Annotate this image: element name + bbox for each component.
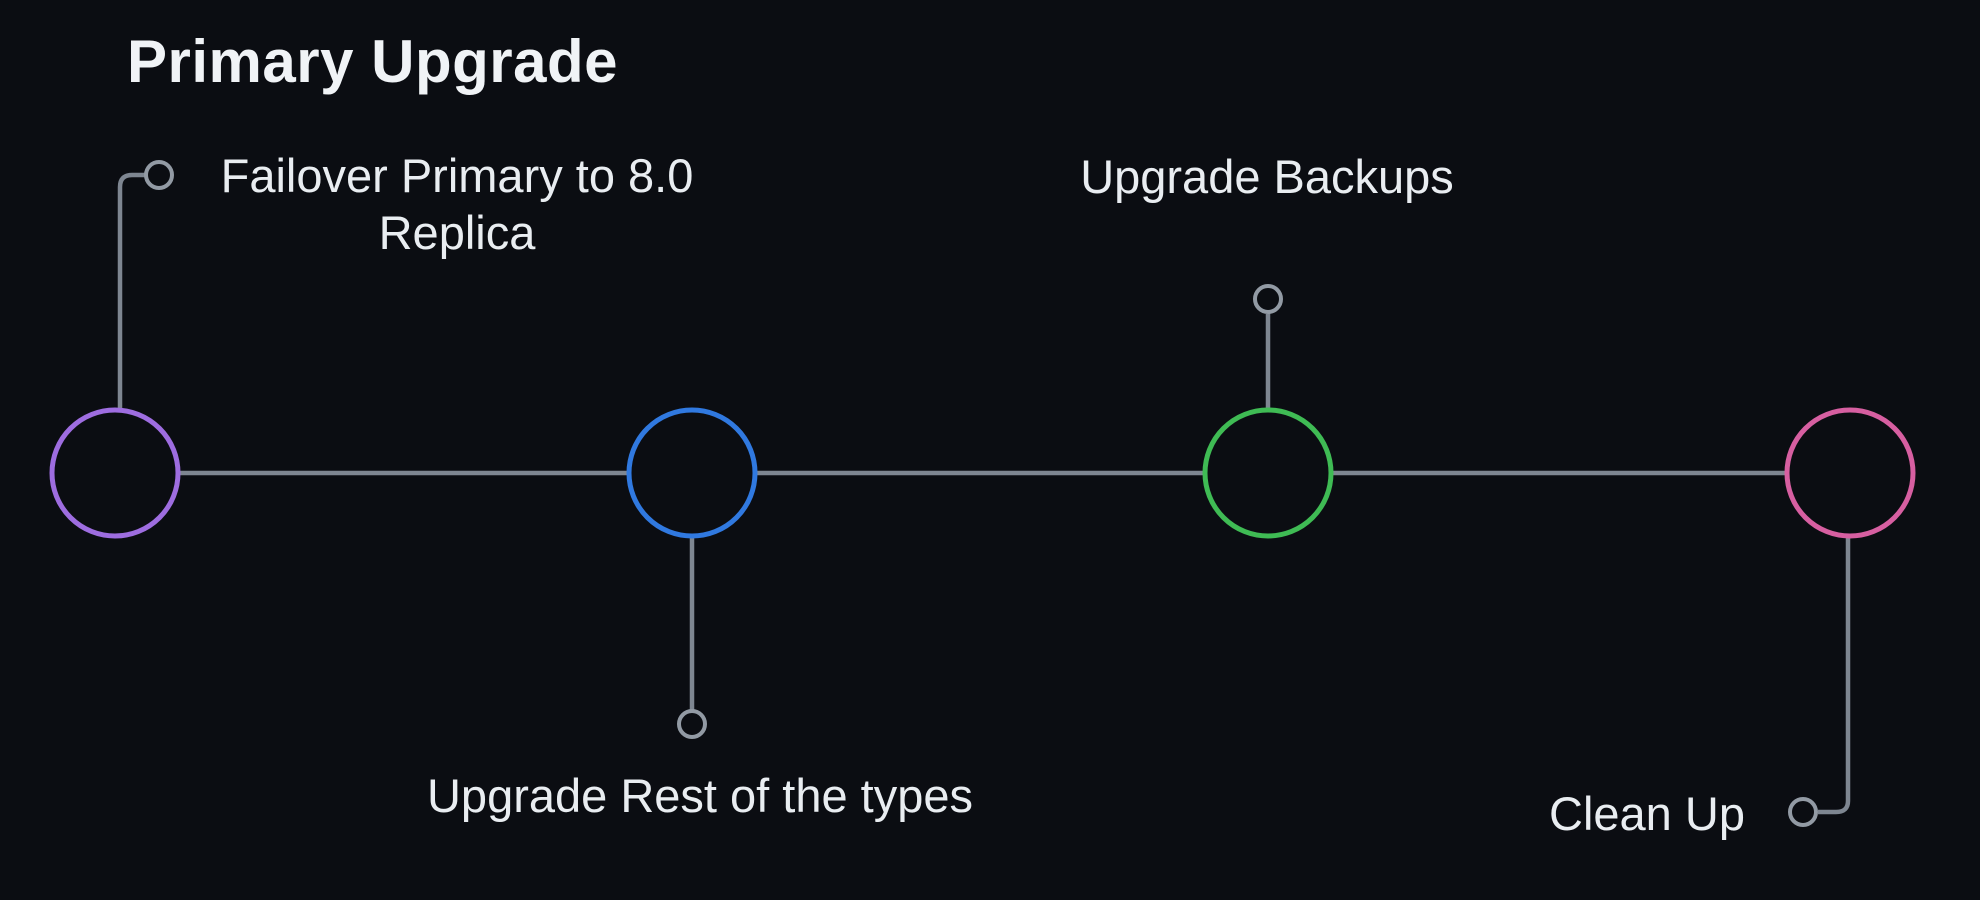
connector-failover bbox=[117, 172, 146, 411]
terminal-ring-clean-up bbox=[1788, 797, 1818, 827]
label-line: Clean Up bbox=[1549, 787, 1745, 840]
label-line: Upgrade Backups bbox=[1080, 150, 1454, 203]
label-upgrade-backups: Upgrade Backups bbox=[1080, 148, 1454, 205]
label-clean-up: Clean Up bbox=[1549, 785, 1745, 842]
node-circle-clean-up bbox=[1784, 407, 1916, 539]
connector-clean-up bbox=[1818, 537, 1851, 815]
terminal-ring-failover bbox=[144, 160, 174, 190]
terminal-ring-upgrade-backups bbox=[1253, 284, 1283, 314]
label-failover-primary: Failover Primary to 8.0 Replica bbox=[221, 147, 694, 261]
node-circle-failover bbox=[49, 407, 181, 539]
label-line: Upgrade Rest of the types bbox=[426, 769, 974, 822]
label-line: Failover Primary to 8.0 bbox=[220, 149, 694, 202]
label-line: Replica bbox=[378, 206, 536, 259]
terminal-ring-upgrade-rest bbox=[677, 709, 707, 739]
label-upgrade-rest: Upgrade Rest of the types bbox=[427, 767, 973, 824]
node-circle-upgrade-backups bbox=[1202, 407, 1334, 539]
node-circle-upgrade-rest bbox=[626, 407, 758, 539]
diagram-title: Primary Upgrade bbox=[127, 28, 619, 95]
